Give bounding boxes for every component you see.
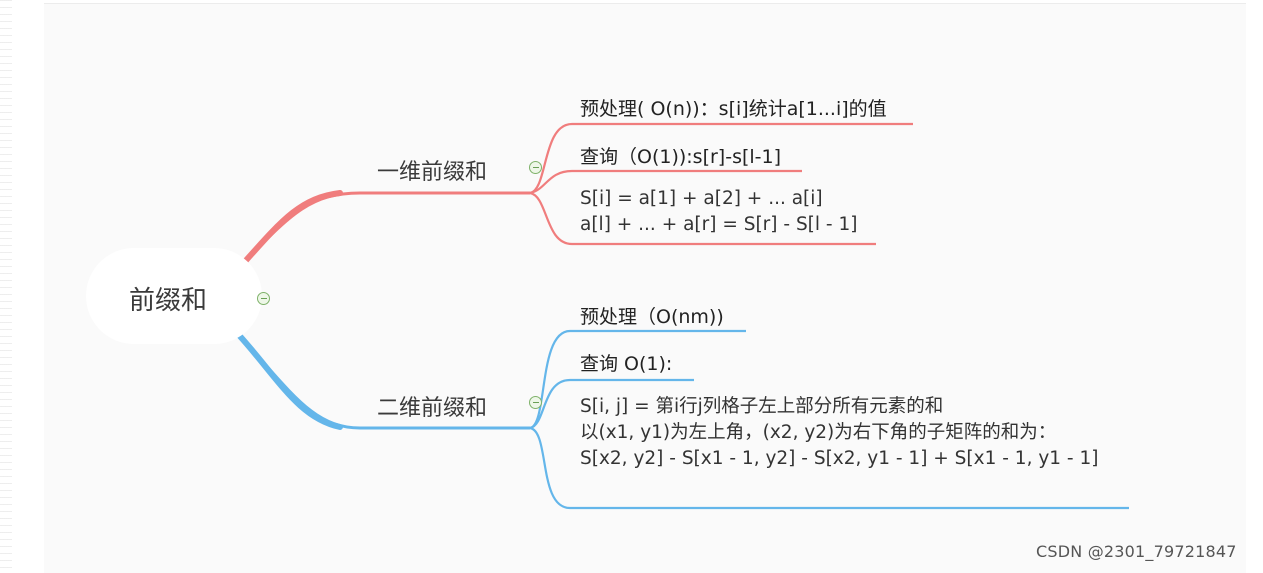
branch1-item2-connector: [529, 169, 802, 195]
branch1-item3-connector: [529, 191, 876, 246]
root-node-label: 前缀和: [129, 286, 208, 316]
branch1-item1-text[interactable]: 预处理( O(n))：s[i]统计a[1...i]的值: [580, 98, 887, 120]
branch1-label[interactable]: 一维前缀和: [377, 160, 488, 185]
branch1-item3-text[interactable]: S[i] = a[1] + a[2] + ... a[i] a[l] + ...…: [580, 186, 857, 238]
branch2-item3-line3: S[x2, y2] - S[x1 - 1, y2] - S[x2, y1 - 1…: [580, 448, 1099, 469]
root-node[interactable]: [86, 248, 262, 344]
branch2-item2-text[interactable]: 查询 O(1):: [580, 353, 673, 375]
branch2-item3-line2: 以(x1, y1)为左上角，(x2, y2)为右下角的子矩阵的和为：: [580, 422, 1057, 443]
branch2-label[interactable]: 二维前缀和: [377, 396, 488, 421]
page-edge-strip: [0, 0, 12, 572]
branch2-item3-text[interactable]: S[i, j] = 第i行j列格子左上部分所有元素的和 以(x1, y1)为左上…: [580, 394, 1098, 472]
csdn-watermark: CSDN @2301_79721847: [1036, 542, 1237, 561]
root-to-branch1-connector: [239, 191, 530, 268]
branch2-item2-connector: [529, 378, 694, 430]
branch1-item3-line1: S[i] = a[1] + a[2] + ... a[i]: [580, 188, 823, 209]
branch1-item1-connector: [529, 122, 913, 195]
root-to-branch1-taper: [238, 190, 343, 269]
branch1-item2-text[interactable]: 查询（O(1)):s[r]-s[l-1]: [580, 146, 782, 168]
branch1-collapse-icon[interactable]: [529, 161, 542, 174]
branch1-item3-line2: a[l] + ... + a[r] = S[r] - S[l - 1]: [580, 214, 858, 235]
root-collapse-icon[interactable]: [257, 292, 270, 305]
branch2-item3-line1: S[i, j] = 第i行j列格子左上部分所有元素的和: [580, 396, 944, 417]
root-to-branch2-taper: [235, 331, 343, 430]
branch2-item1-text[interactable]: 预处理（O(nm)): [580, 306, 724, 328]
branch2-item1-connector: [529, 329, 746, 430]
branch2-collapse-icon[interactable]: [529, 396, 542, 409]
branch2-item3-connector: [529, 426, 1129, 510]
